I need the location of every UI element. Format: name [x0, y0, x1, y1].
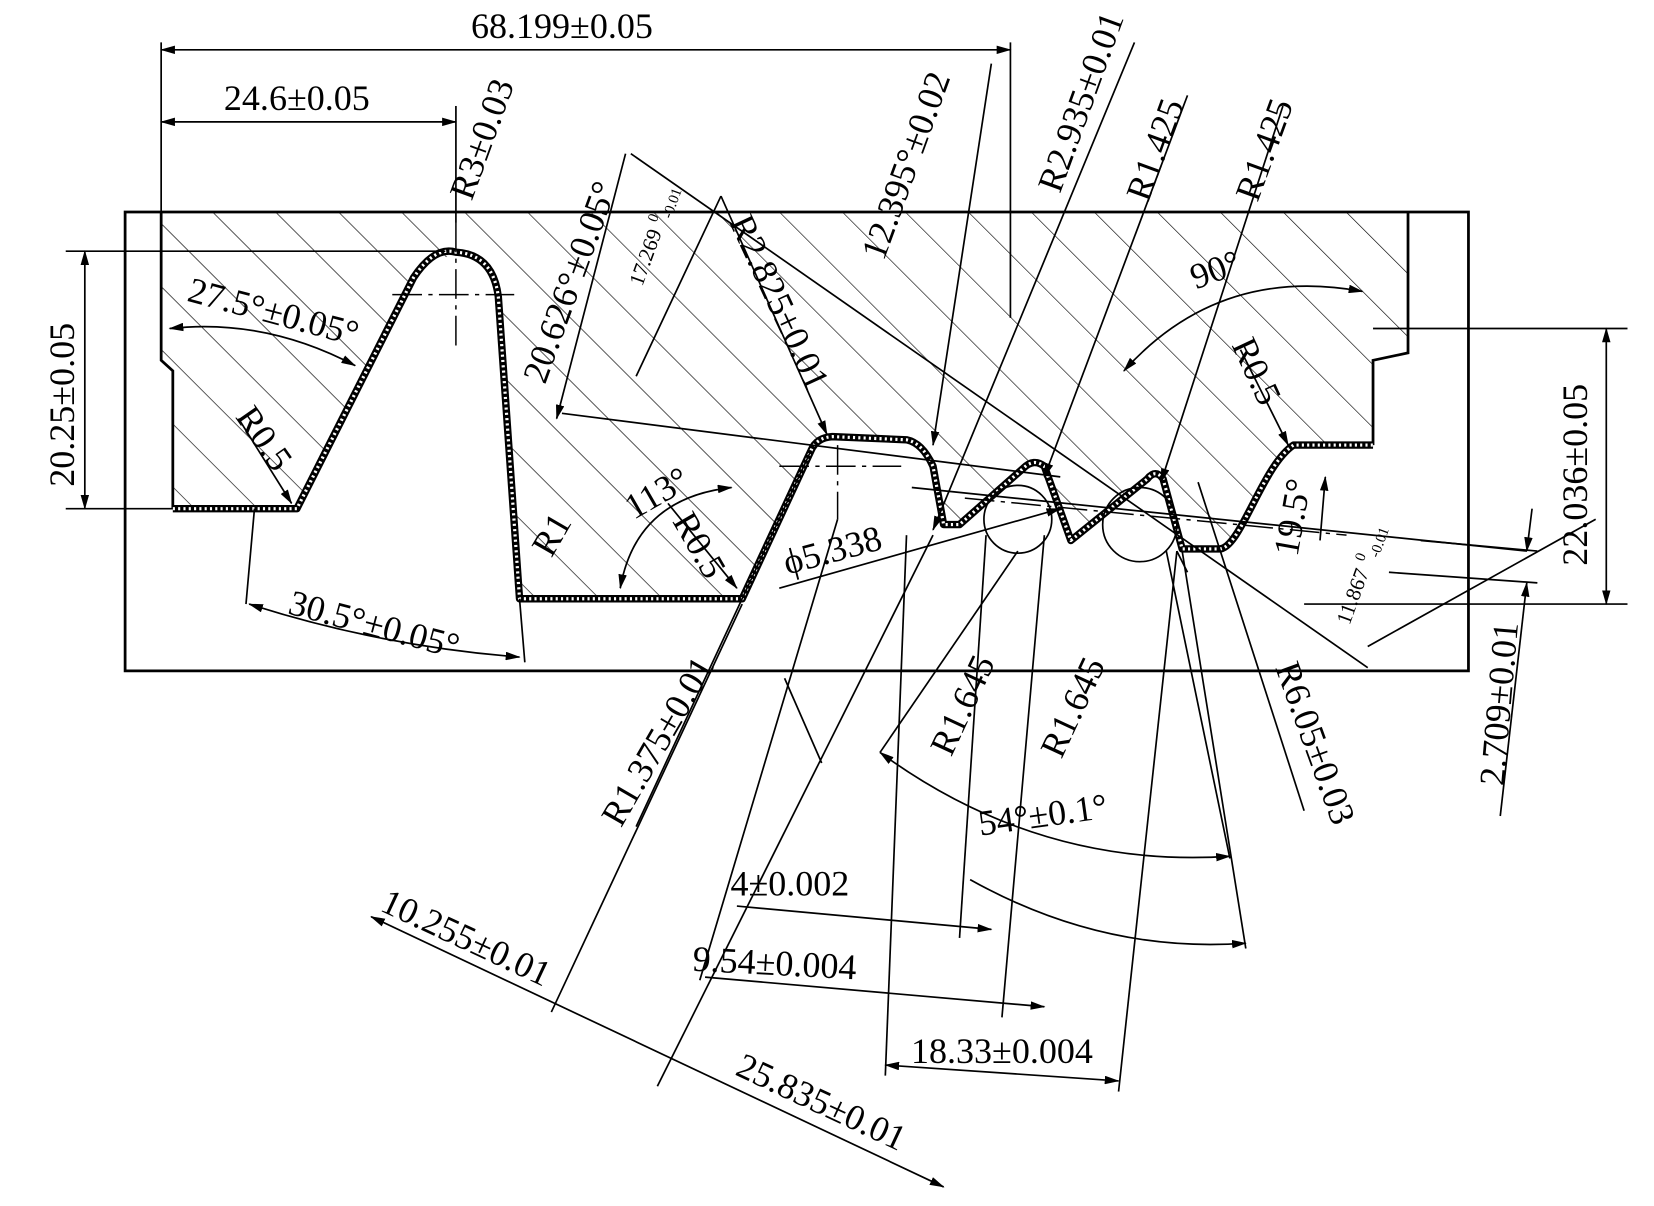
dim-11-867-value: 11.867 [1332, 565, 1374, 627]
die-outline [123, 210, 1470, 673]
dim-r2-935: R2.935±0.01 [1030, 7, 1132, 197]
dimension-lines [65, 42, 1628, 1188]
dim-r1-425-b: R1.425 [1227, 93, 1301, 205]
centerlines [392, 211, 1347, 563]
dim-angle-19-5: 19.5° [1266, 476, 1319, 559]
dim-r1-645-a: R1.645 [922, 649, 1003, 761]
dim-overall-width: 68.199±0.05 [471, 6, 653, 46]
dim-r3: R3±0.03 [442, 73, 522, 204]
dim-11-867: 11.867 0 -0.01 [1332, 525, 1393, 627]
dim-r1-375: R1.375±0.01 [593, 650, 722, 833]
dim-18-33: 18.33±0.004 [911, 1031, 1093, 1071]
dim-4: 4±0.002 [730, 863, 849, 903]
dim-height-2-709: 2.709±0.01 [1472, 620, 1526, 787]
dim-height-22-036: 22.036±0.05 [1555, 384, 1595, 566]
dim-left-offset: 24.6±0.05 [224, 78, 370, 118]
dim-r1-645-b: R1.645 [1032, 651, 1113, 763]
dim-r1-425-a: R1.425 [1118, 93, 1192, 205]
dim-10-255: 10.255±0.01 [375, 881, 557, 994]
die-cavity-left [159, 211, 175, 509]
die-cavity-right [1371, 211, 1410, 446]
dim-9-54: 9.54±0.004 [692, 939, 858, 988]
dim-angle-54: 54°±0.1° [976, 786, 1110, 844]
dim-angle-30-5: 30.5°±0.05° [285, 582, 464, 666]
dim-11-867-tol-lower: -0.01 [1367, 525, 1393, 559]
hatched-section [161, 211, 1409, 599]
dim-height-20-25: 20.25±0.05 [42, 323, 82, 487]
